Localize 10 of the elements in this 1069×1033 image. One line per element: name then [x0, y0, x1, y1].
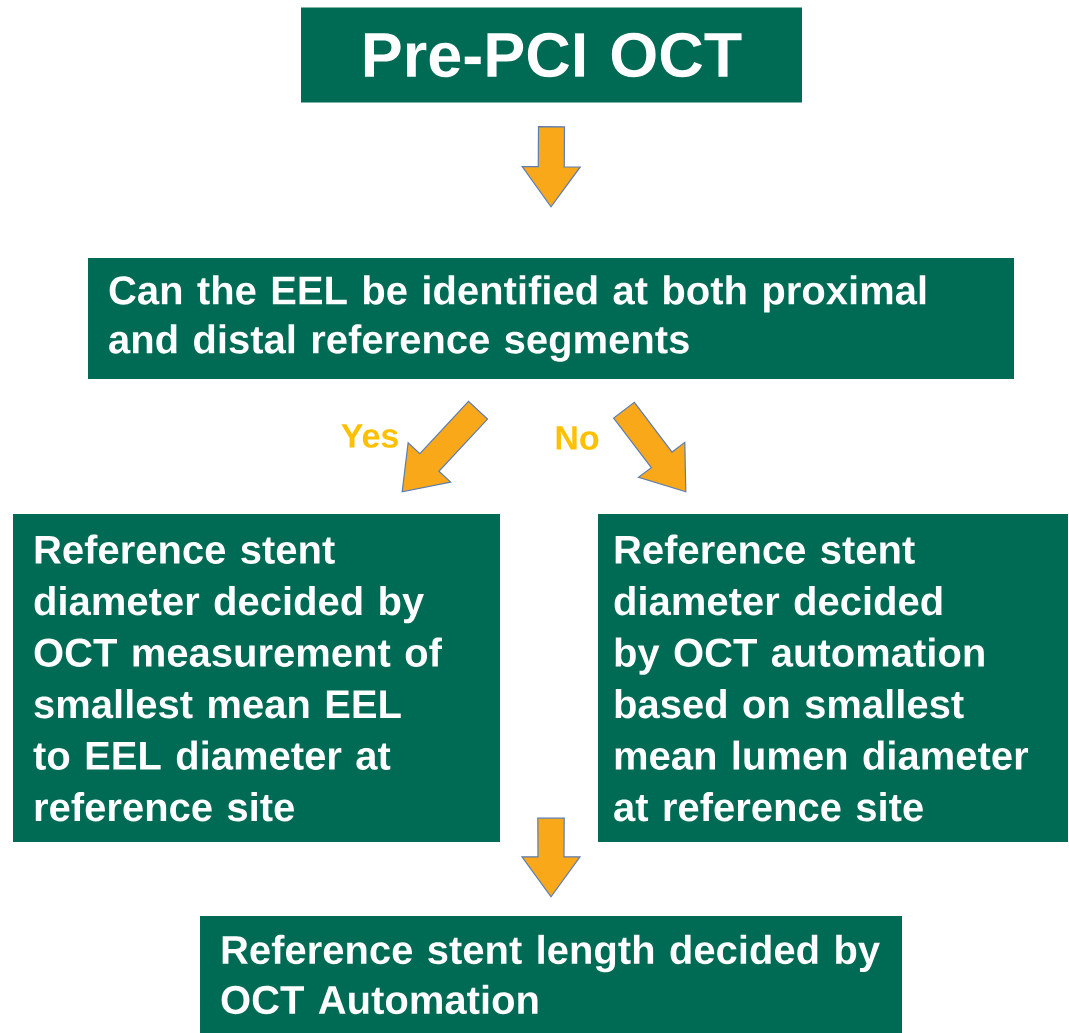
process-box: Reference stent diameter decided by OCT measurement of smallest mean EEL to EEL diameter at reference site	[13, 514, 500, 842]
edge-label: No	[556, 426, 599, 450]
process-box: Can the EEL be identified at both proximal and distal reference segments	[88, 258, 1014, 379]
block-arrow	[520, 817, 582, 898]
edge-label: Yes	[341, 424, 398, 448]
process-box: Pre-PCI OCT	[301, 7, 802, 103]
block-arrow	[401, 400, 489, 493]
process-box: Reference stent diameter decided by OCT automation based on smallest mean lumen diameter at reference site	[598, 514, 1068, 842]
process-box: Reference stent length decided by OCT Automation	[200, 916, 902, 1033]
block-arrow	[521, 126, 582, 208]
